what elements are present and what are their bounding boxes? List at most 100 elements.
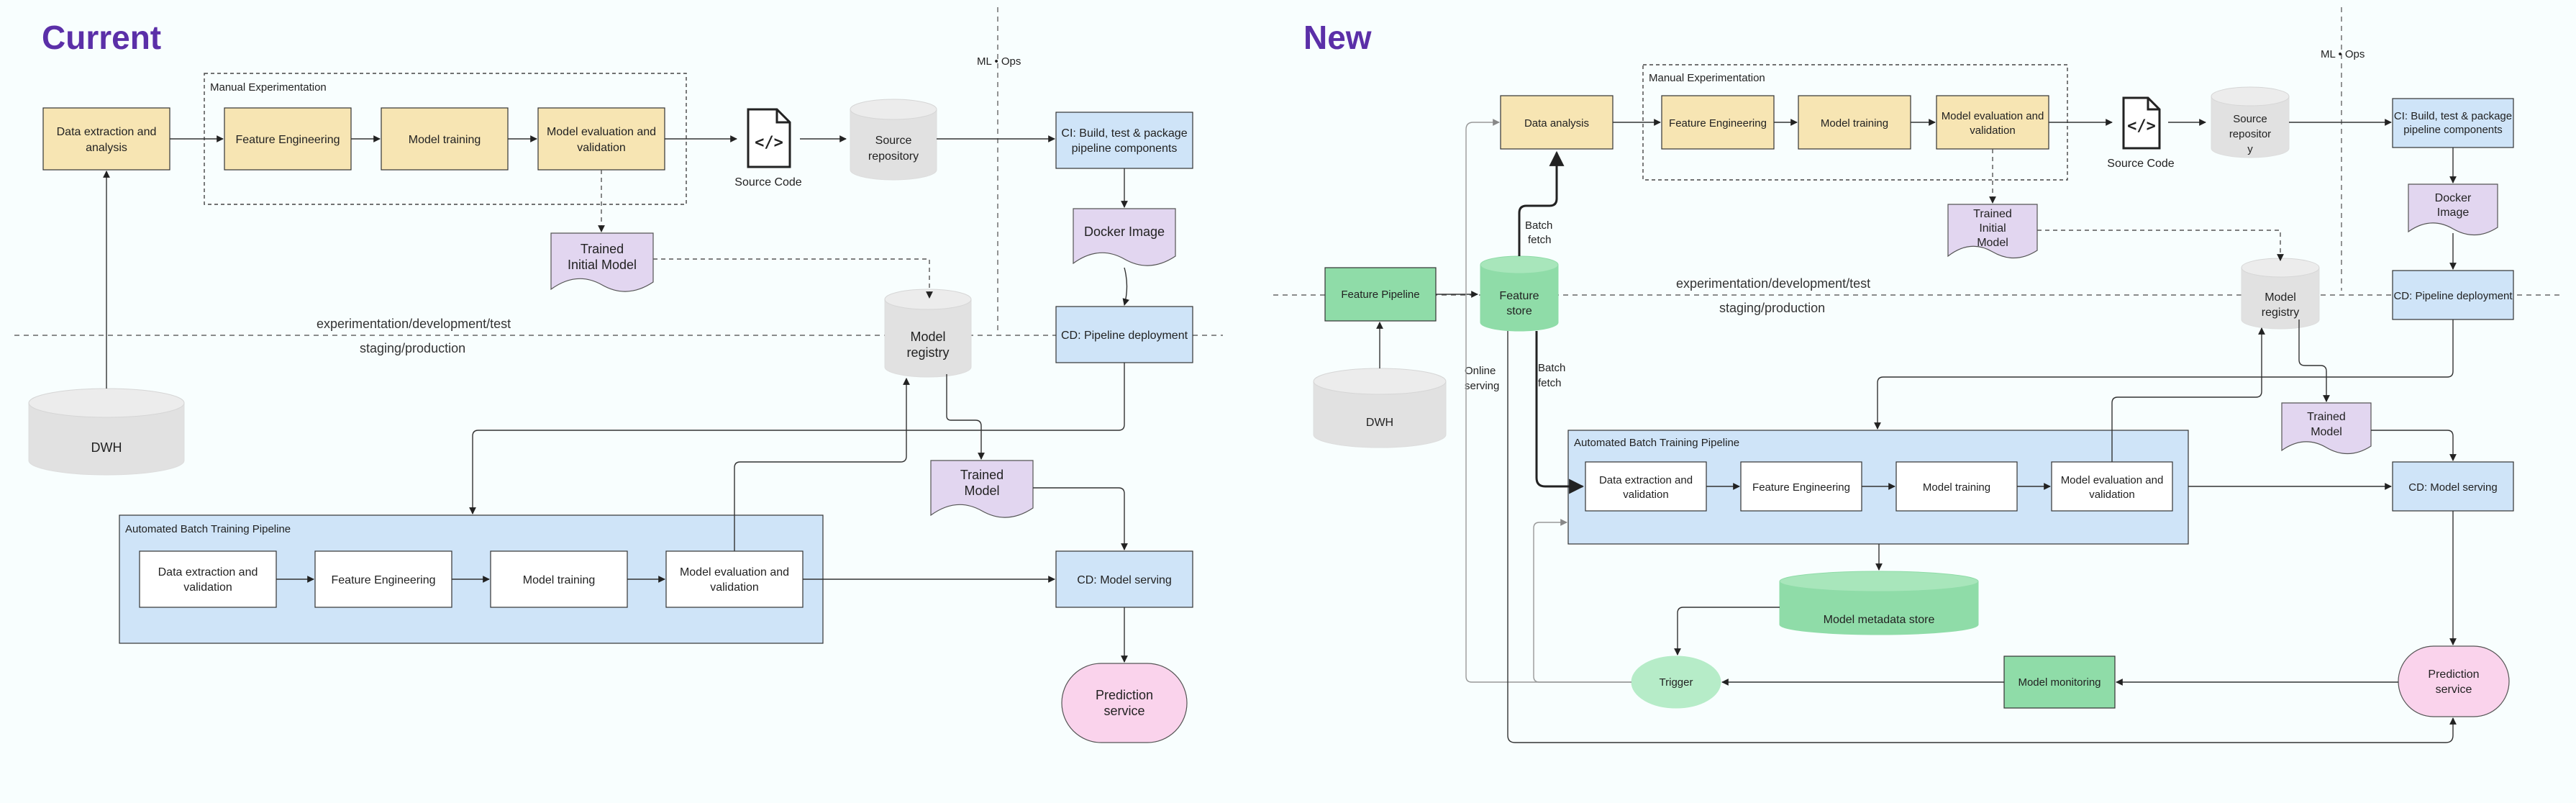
svg-text:</>: </> — [2127, 117, 2156, 135]
trained-model-node[interactable]: Trained Model — [930, 460, 1034, 518]
new-feature-engineering-label: Feature Engineering — [1669, 117, 1767, 130]
new-auto-training-node[interactable]: Model training — [1895, 461, 2018, 512]
auto-training-label: Model training — [523, 574, 596, 586]
new-manual-experimentation-label: Manual Experimentation — [1649, 72, 1765, 84]
new-source-repository-node[interactable]: Source repositor y — [2211, 86, 2290, 158]
feature-engineering-node[interactable]: Feature Engineering — [224, 107, 352, 171]
cd-model-serving-node[interactable]: CD: Model serving — [1055, 550, 1193, 608]
cd-pipeline-label: CD: Pipeline deployment — [1061, 330, 1188, 342]
new-auto-extraction-node[interactable]: Data extraction and validation — [1585, 461, 1707, 512]
new-connectors — [1376, 119, 2457, 743]
new-ci-build-node[interactable]: CI: Build, test & package pipeline compo… — [2392, 98, 2514, 148]
new-auto-evaluation-label-1: Model evaluation and — [2061, 474, 2164, 486]
trained-initial-model-label-1: Trained — [581, 242, 624, 256]
prediction-service-node[interactable]: Prediction service — [1061, 663, 1188, 743]
source-repository-label-1: Source — [875, 135, 912, 147]
source-repository-node[interactable]: Source repository — [850, 99, 937, 181]
new-model-evaluation-label-1: Model evaluation and — [1942, 110, 2044, 122]
data-extraction-label-2: analysis — [86, 142, 127, 154]
new-model-training-label: Model training — [1821, 117, 1888, 130]
new-prediction-service-label-1: Prediction — [2428, 668, 2479, 681]
experimentation-label: experimentation/development/test — [317, 317, 511, 331]
source-code-icon[interactable]: </> — [747, 108, 791, 168]
model-training-node[interactable]: Model training — [381, 107, 509, 171]
cd-model-serving-label: CD: Model serving — [1077, 574, 1172, 586]
new-cd-model-serving-node[interactable]: CD: Model serving — [2392, 461, 2514, 512]
auto-extraction-node[interactable]: Data extraction and validation — [139, 550, 277, 608]
new-trained-initial-model-label-3: Model — [1977, 237, 2008, 249]
new-auto-evaluation-node[interactable]: Model evaluation and validation — [2051, 461, 2173, 512]
auto-training-node[interactable]: Model training — [490, 550, 628, 608]
new-model-registry-node[interactable]: Model registry — [2241, 258, 2320, 330]
feature-store-node[interactable]: Feature store — [1480, 255, 1559, 332]
new-model-evaluation-node[interactable]: Model evaluation and validation — [1936, 95, 2049, 150]
model-metadata-store-node[interactable]: Model metadata store — [1779, 571, 1979, 635]
online-serving-label-1: Online — [1465, 365, 1496, 377]
data-extraction-node[interactable]: Data extraction and analysis — [42, 107, 170, 171]
model-monitoring-node[interactable]: Model monitoring — [2003, 655, 2116, 709]
docker-image-node[interactable]: Docker Image — [1073, 208, 1176, 266]
batch-fetch-top-label-1: Batch — [1525, 219, 1552, 232]
new-trained-model-label-2: Model — [2311, 426, 2342, 438]
auto-evaluation-node[interactable]: Model evaluation and validation — [665, 550, 804, 608]
new-ml-ops-label: ML • Ops — [2321, 48, 2365, 60]
new-model-training-node[interactable]: Model training — [1798, 95, 1911, 150]
new-docker-image-label-2: Image — [2437, 207, 2470, 219]
batch-fetch-bottom-label-1: Batch — [1538, 362, 1565, 374]
trigger-node[interactable]: Trigger — [1631, 655, 1721, 709]
model-evaluation-label-2: validation — [577, 142, 626, 154]
new-source-repository-label-1: Source — [2233, 113, 2267, 125]
model-evaluation-label-1: Model evaluation and — [547, 126, 656, 138]
model-metadata-store-label: Model metadata store — [1824, 614, 1935, 626]
new-trained-initial-model-label-1: Trained — [1973, 208, 2012, 220]
new-dwh-node[interactable]: DWH — [1313, 368, 1447, 448]
trained-model-label-1: Trained — [960, 468, 1003, 482]
new-model-registry-label-1: Model — [2265, 291, 2296, 304]
new-feature-engineering-node[interactable]: Feature Engineering — [1661, 95, 1775, 150]
dwh-label: DWH — [91, 440, 122, 455]
new-trained-initial-model-label-2: Initial — [1979, 222, 2006, 235]
new-ci-build-label-2: pipeline components — [2403, 124, 2503, 136]
online-serving-label-2: serving — [1465, 380, 1499, 392]
auto-evaluation-label-1: Model evaluation and — [680, 566, 789, 579]
model-registry-label-2: registry — [906, 345, 949, 360]
docker-image-label: Docker Image — [1084, 224, 1165, 239]
manual-experimentation-label: Manual Experimentation — [210, 81, 327, 94]
staging-label: staging/production — [360, 341, 465, 355]
new-prediction-service-node[interactable]: Prediction service — [2398, 645, 2510, 717]
auto-extraction-label-1: Data extraction and — [158, 566, 258, 579]
new-docker-image-node[interactable]: Docker Image — [2408, 183, 2498, 236]
model-registry-label-1: Model — [910, 330, 945, 344]
auto-feature-node[interactable]: Feature Engineering — [314, 550, 452, 608]
new-source-repository-label-2: repositor — [2229, 128, 2271, 140]
new-title: New — [1303, 19, 1372, 56]
new-auto-training-label: Model training — [1923, 481, 1990, 494]
feature-store-label-1: Feature — [1499, 290, 1539, 302]
ci-build-node[interactable]: CI: Build, test & package pipeline compo… — [1055, 112, 1193, 169]
auto-evaluation-label-2: validation — [710, 581, 759, 594]
model-training-label: Model training — [409, 134, 481, 146]
new-trained-model-node[interactable]: Trained Model — [2281, 402, 2372, 455]
dwh-node[interactable]: DWH — [28, 388, 185, 476]
new-source-code-icon[interactable]: </> — [2122, 96, 2161, 150]
new-trained-initial-model-node[interactable]: Trained Initial Model — [1947, 204, 2038, 259]
batch-fetch-top-label-2: fetch — [1528, 234, 1552, 246]
batch-fetch-bottom-label-2: fetch — [1538, 377, 1562, 389]
auto-feature-label: Feature Engineering — [332, 574, 436, 586]
trained-model-label-2: Model — [964, 484, 999, 498]
model-monitoring-label: Model monitoring — [2018, 676, 2101, 689]
new-prediction-service-label-2: service — [2436, 684, 2472, 696]
new-cd-pipeline-node[interactable]: CD: Pipeline deployment — [2392, 270, 2514, 320]
model-registry-node[interactable]: Model registry — [884, 289, 972, 378]
svg-text:</>: </> — [755, 134, 783, 152]
feature-store-label-2: store — [1506, 305, 1532, 317]
cd-pipeline-node[interactable]: CD: Pipeline deployment — [1055, 306, 1193, 363]
data-analysis-node[interactable]: Data analysis — [1500, 95, 1614, 150]
feature-pipeline-node[interactable]: Feature Pipeline — [1324, 267, 1437, 322]
new-auto-feature-node[interactable]: Feature Engineering — [1740, 461, 1862, 512]
model-evaluation-node[interactable]: Model evaluation and validation — [537, 107, 665, 171]
prediction-service-label-1: Prediction — [1096, 688, 1153, 702]
new-dwh-label: DWH — [1366, 417, 1393, 429]
trained-initial-model-node[interactable]: Trained Initial Model — [550, 232, 654, 292]
source-code-label: Source Code — [734, 176, 801, 189]
